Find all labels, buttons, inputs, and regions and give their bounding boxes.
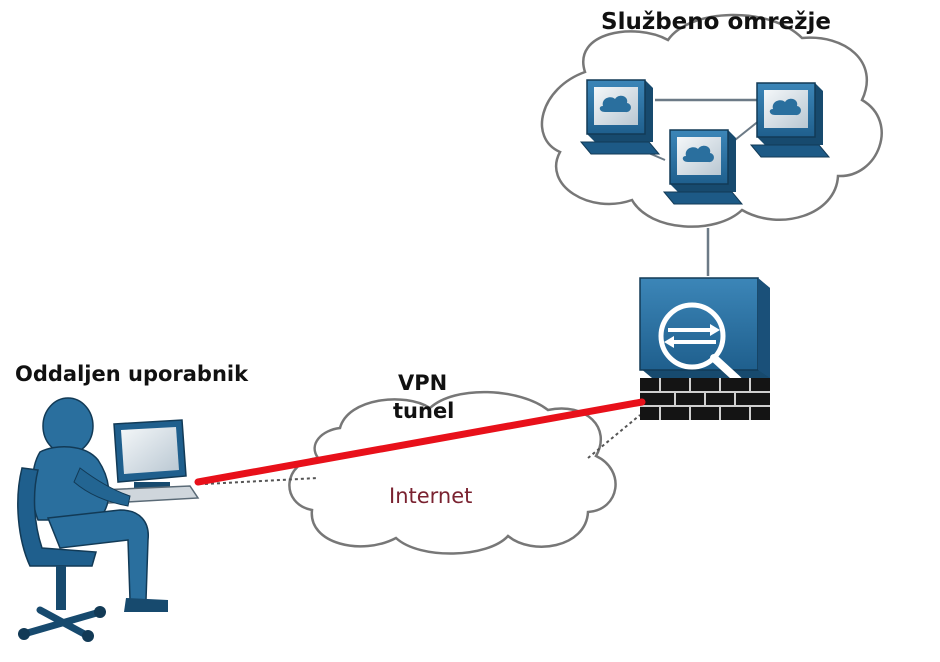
dotted-link-firewall [587, 414, 641, 459]
corporate-network-label: Službeno omrežje [601, 9, 832, 35]
vpn-tunnel-line [194, 398, 646, 486]
vpn-label: VPN [398, 371, 448, 395]
user-at-computer-icon [17, 397, 200, 642]
internet-label: Internet [389, 484, 473, 508]
network-link [734, 119, 761, 141]
tunnel-label: tunel [393, 399, 455, 423]
internet-cloud [288, 390, 617, 555]
workstation-icon [749, 82, 831, 158]
corporate-network-cloud [540, 13, 883, 228]
remote-user-label: Oddaljen uporabnik [15, 362, 249, 386]
vpn-firewall-icon [639, 277, 770, 420]
workstation-icon [579, 79, 661, 155]
workstation-icon [662, 129, 744, 205]
dotted-link-user [204, 477, 319, 485]
